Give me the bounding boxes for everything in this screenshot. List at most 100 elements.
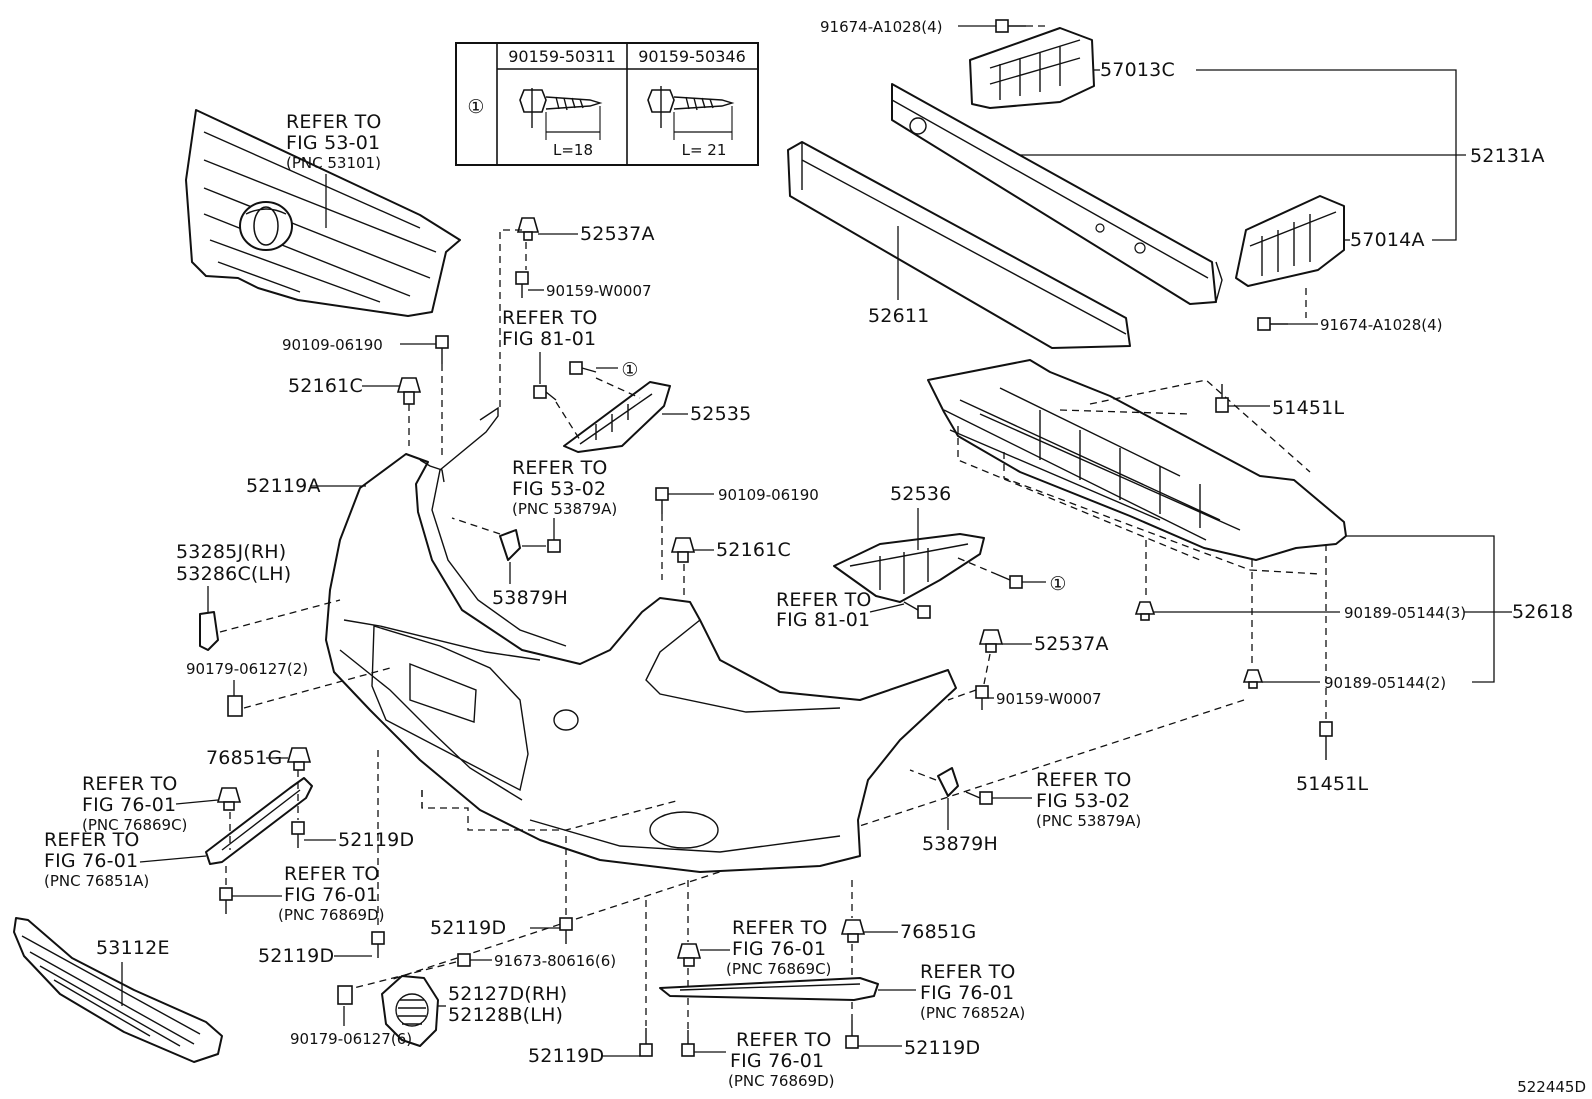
ref-fig76-c-left-line2: FIG 76-01 — [82, 794, 176, 816]
retainer-53879H-right-part — [937, 767, 959, 797]
clip-icon — [840, 919, 866, 943]
clip-icon — [516, 217, 540, 241]
bolt-icon — [995, 19, 1026, 33]
bolt-icon — [647, 86, 735, 140]
bolt-icon — [559, 917, 573, 944]
table-length-1: L=18 — [553, 141, 593, 159]
ref-fig76-c-bottom-pnc: (PNC 76869C) — [726, 960, 831, 978]
bolt-icon — [965, 791, 993, 805]
label-52131A: 52131A — [1470, 145, 1545, 167]
ref-fig76-d-bottom-pnc: (PNC 76869D) — [728, 1072, 834, 1090]
nut-icon — [227, 695, 243, 717]
ref-fig76-a-left-pnc: (PNC 76851A) — [44, 872, 149, 890]
engine-under-cover-part — [927, 359, 1347, 561]
label-51451L-bottom: 51451L — [1296, 773, 1368, 795]
label-52161C-mid: 52161C — [716, 539, 791, 561]
ref-fig81-mid-line1: REFER TO — [776, 589, 872, 611]
label-90159-W0007-top: 90159-W0007 — [546, 282, 652, 300]
label-52119D-c: 52119D — [430, 917, 506, 939]
bolt-icon — [569, 361, 597, 375]
ref-fig53-right-line2: FIG 53-02 — [1036, 790, 1130, 812]
clip-icon — [978, 629, 1004, 653]
bolt-icon — [681, 1030, 695, 1057]
bolt-icon — [655, 487, 669, 514]
table-length-2: L= 21 — [682, 141, 727, 159]
label-91673-80616-6: 91673-80616(6) — [494, 952, 616, 970]
ref-fig76-c-bottom-line1: REFER TO — [732, 917, 828, 939]
ref-fig76-a-left-line2: FIG 76-01 — [44, 850, 138, 872]
label-52119D-a: 52119D — [338, 829, 414, 851]
clip-icon — [216, 787, 242, 811]
table-row-symbol: ① — [467, 96, 484, 118]
bolt-icon — [995, 573, 1023, 589]
label-52536: 52536 — [890, 483, 951, 505]
bolt-icon — [519, 88, 603, 140]
label-53286C-LH: 53286C(LH) — [176, 563, 291, 585]
callout-symbol-2: ① — [1049, 573, 1066, 595]
table-header-part-1: 90159-50311 — [508, 47, 616, 66]
ref-fig76-d-left-line2: FIG 76-01 — [284, 884, 378, 906]
bolt-icon — [515, 271, 529, 298]
label-52535: 52535 — [690, 403, 751, 425]
lower-spoiler-molding-part — [659, 977, 879, 1001]
diagram-id: 522445D — [1517, 1078, 1586, 1096]
ref-fig76-c-left-line1: REFER TO — [82, 773, 178, 795]
label-53112E: 53112E — [96, 937, 170, 959]
label-76851G-right: 76851G — [900, 921, 976, 943]
fog-lamp-cover-part — [381, 975, 439, 1047]
ref-fig76-d-left-pnc: (PNC 76869D) — [278, 906, 384, 924]
label-52537A-top: 52537A — [580, 223, 655, 245]
label-52611: 52611 — [868, 305, 929, 327]
ref-fig81-top-line2: FIG 81-01 — [502, 328, 596, 350]
callout-symbol: ① — [621, 359, 638, 381]
label-90179-06127-2: 90179-06127(2) — [186, 660, 308, 678]
clip-icon — [670, 537, 696, 563]
label-52119D-d: 52119D — [528, 1045, 604, 1067]
bracket-57013C-part — [969, 27, 1095, 109]
label-90179-06127-6: 90179-06127(6) — [290, 1030, 412, 1048]
ref-fig76-d-bottom-line1: REFER TO — [736, 1029, 832, 1051]
label-76851G-left: 76851G — [206, 747, 282, 769]
label-53879H-right: 53879H — [922, 833, 998, 855]
ref-grille-line2: FIG 53-01 — [286, 132, 380, 154]
ref-grille-pnc: (PNC 53101) — [286, 154, 381, 172]
label-52119D-b: 52119D — [258, 945, 334, 967]
lower-grille-part — [13, 917, 223, 1063]
bumper-reinforcement-part — [891, 83, 1223, 305]
bumper-retainer-52536-part — [833, 533, 985, 603]
ref-fig76-852-pnc: (PNC 76852A) — [920, 1004, 1025, 1022]
fastener-table: ① 90159-50311 90159-50346 L=18 L= 21 — [455, 42, 759, 166]
clip-icon — [1134, 601, 1156, 621]
bolt-icon — [1215, 384, 1229, 413]
bumper-cap-part — [199, 611, 219, 651]
bolt-icon — [845, 1020, 859, 1049]
clip-icon — [286, 747, 312, 771]
ref-fig53-left-pnc: (PNC 53879A) — [512, 500, 617, 518]
label-57013C: 57013C — [1100, 59, 1175, 81]
bolt-icon — [291, 821, 305, 848]
ref-grille-line1: REFER TO — [286, 111, 382, 133]
front-bumper-cover-part — [325, 406, 957, 873]
label-90189-05144-3: 90189-05144(3) — [1344, 604, 1466, 622]
label-52537A-mid: 52537A — [1034, 633, 1109, 655]
ref-fig76-d-bottom-line2: FIG 76-01 — [730, 1050, 824, 1072]
label-52128B-LH: 52128B(LH) — [448, 1004, 563, 1026]
bumper-support-bracket-part — [205, 777, 313, 865]
ref-fig81-mid-line2: FIG 81-01 — [776, 609, 870, 631]
bolt-icon — [547, 539, 561, 553]
ref-fig76-a-left-line1: REFER TO — [44, 829, 140, 851]
ref-fig76-852-line2: FIG 76-01 — [920, 982, 1014, 1004]
label-52161C-left: 52161C — [288, 375, 363, 397]
bolt-icon — [219, 887, 233, 914]
retainer-53879H-left-part — [499, 529, 521, 561]
clip-icon — [396, 377, 422, 405]
bolt-icon — [903, 601, 931, 619]
bracket-57014A-part — [1235, 195, 1345, 287]
label-52119A: 52119A — [246, 475, 321, 497]
bolt-icon — [457, 953, 471, 967]
label-90159-W0007-mid: 90159-W0007 — [996, 690, 1102, 708]
label-90189-05144-2: 90189-05144(2) — [1324, 674, 1446, 692]
bolt-icon — [1319, 721, 1333, 760]
label-90109-06190-left: 90109-06190 — [282, 336, 383, 354]
